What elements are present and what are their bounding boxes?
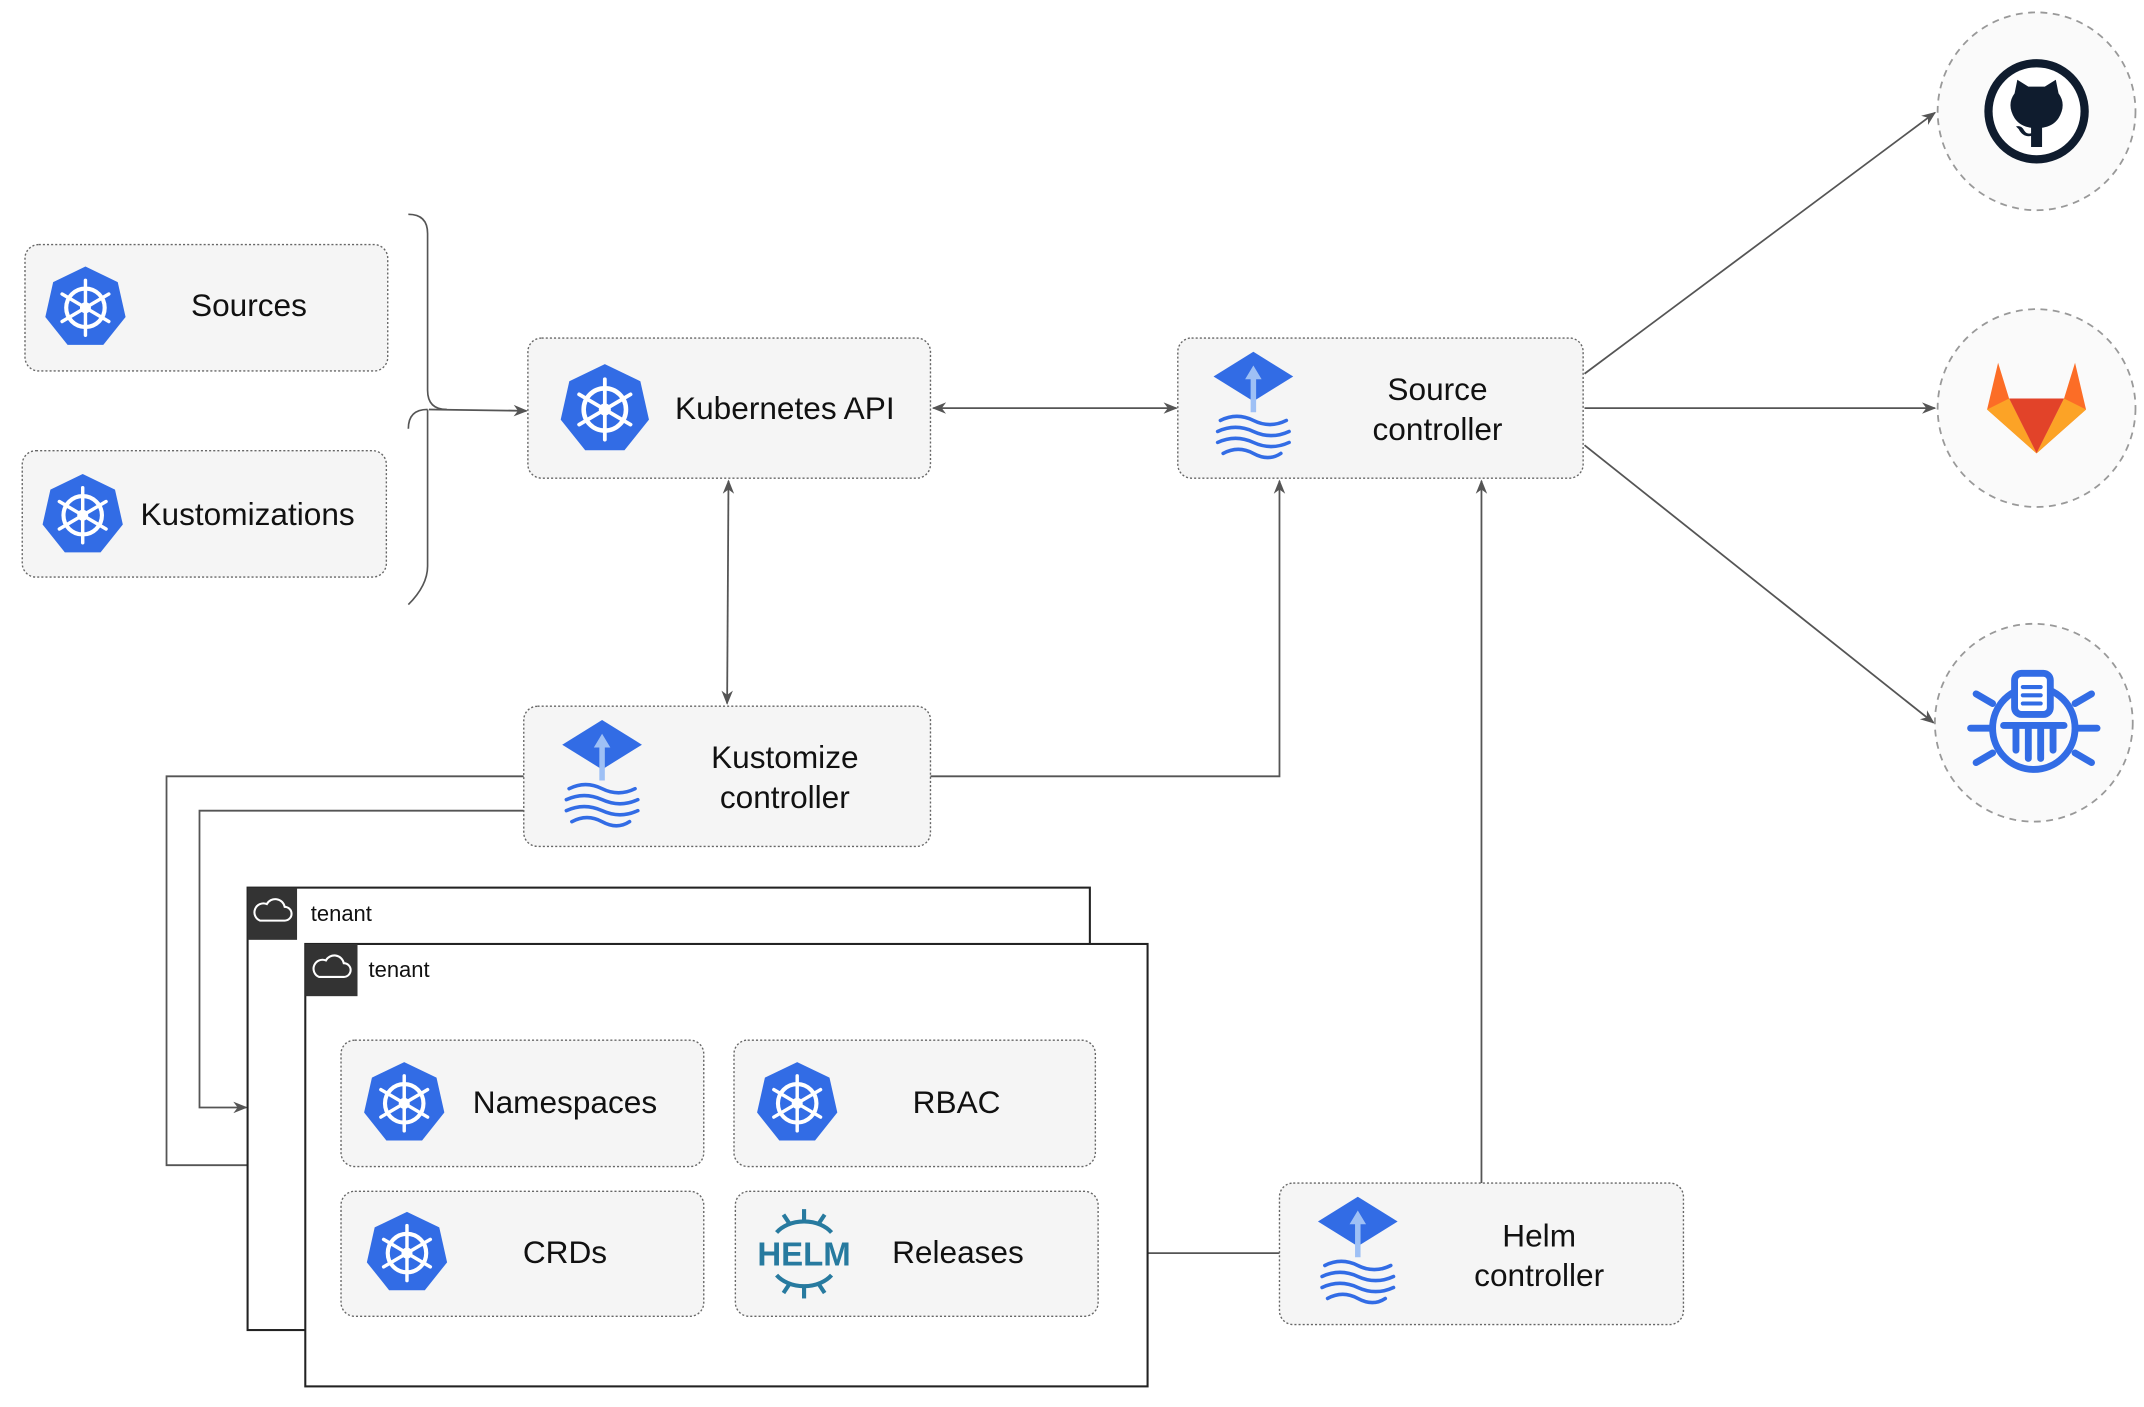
node-source-controller[interactable]: Source controller — [1177, 337, 1584, 479]
tenant-label: tenant — [369, 957, 430, 982]
helm-icon: HELM — [757, 1209, 851, 1299]
node-namespaces[interactable]: Namespaces — [340, 1039, 705, 1168]
node-helm-controller[interactable]: Helm controller — [1278, 1182, 1685, 1326]
connectors — [165, 111, 1937, 1259]
node-releases[interactable]: HELM Releases — [734, 1190, 1099, 1318]
node-label: Kubernetes API — [675, 390, 895, 426]
gitlab-source[interactable] — [1936, 308, 2137, 508]
node-crds[interactable]: CRDs — [340, 1190, 705, 1318]
node-label: controller — [1474, 1257, 1604, 1293]
tenant-label: tenant — [311, 901, 372, 926]
node-label: Sources — [191, 287, 307, 323]
node-label: Namespaces — [473, 1084, 657, 1120]
node-label: controller — [720, 779, 850, 815]
grouping-brace — [407, 213, 447, 606]
github-icon — [1984, 59, 2089, 164]
node-label: Source — [1387, 371, 1487, 407]
github-source[interactable] — [1936, 11, 2137, 212]
node-label: Kustomizations — [140, 496, 354, 532]
node-label: CRDs — [523, 1234, 607, 1270]
node-rbac[interactable]: RBAC — [733, 1039, 1097, 1168]
bucket-source[interactable] — [1933, 622, 2134, 823]
node-label: RBAC — [913, 1084, 1001, 1120]
node-kubernetes-api[interactable]: Kubernetes API — [527, 337, 932, 479]
node-label: Kustomize — [711, 739, 858, 775]
node-kustomizations[interactable]: Kustomizations — [21, 449, 388, 578]
node-sources[interactable]: Sources — [24, 243, 389, 372]
node-label: Helm — [1502, 1217, 1576, 1253]
gitlab-icon — [1987, 362, 2087, 454]
svg-text:HELM: HELM — [757, 1235, 850, 1272]
bucket-icon — [1967, 669, 2101, 773]
node-label: Releases — [892, 1234, 1024, 1270]
node-kustomize-controller[interactable]: Kustomize controller — [523, 705, 932, 848]
node-label: controller — [1373, 411, 1503, 447]
